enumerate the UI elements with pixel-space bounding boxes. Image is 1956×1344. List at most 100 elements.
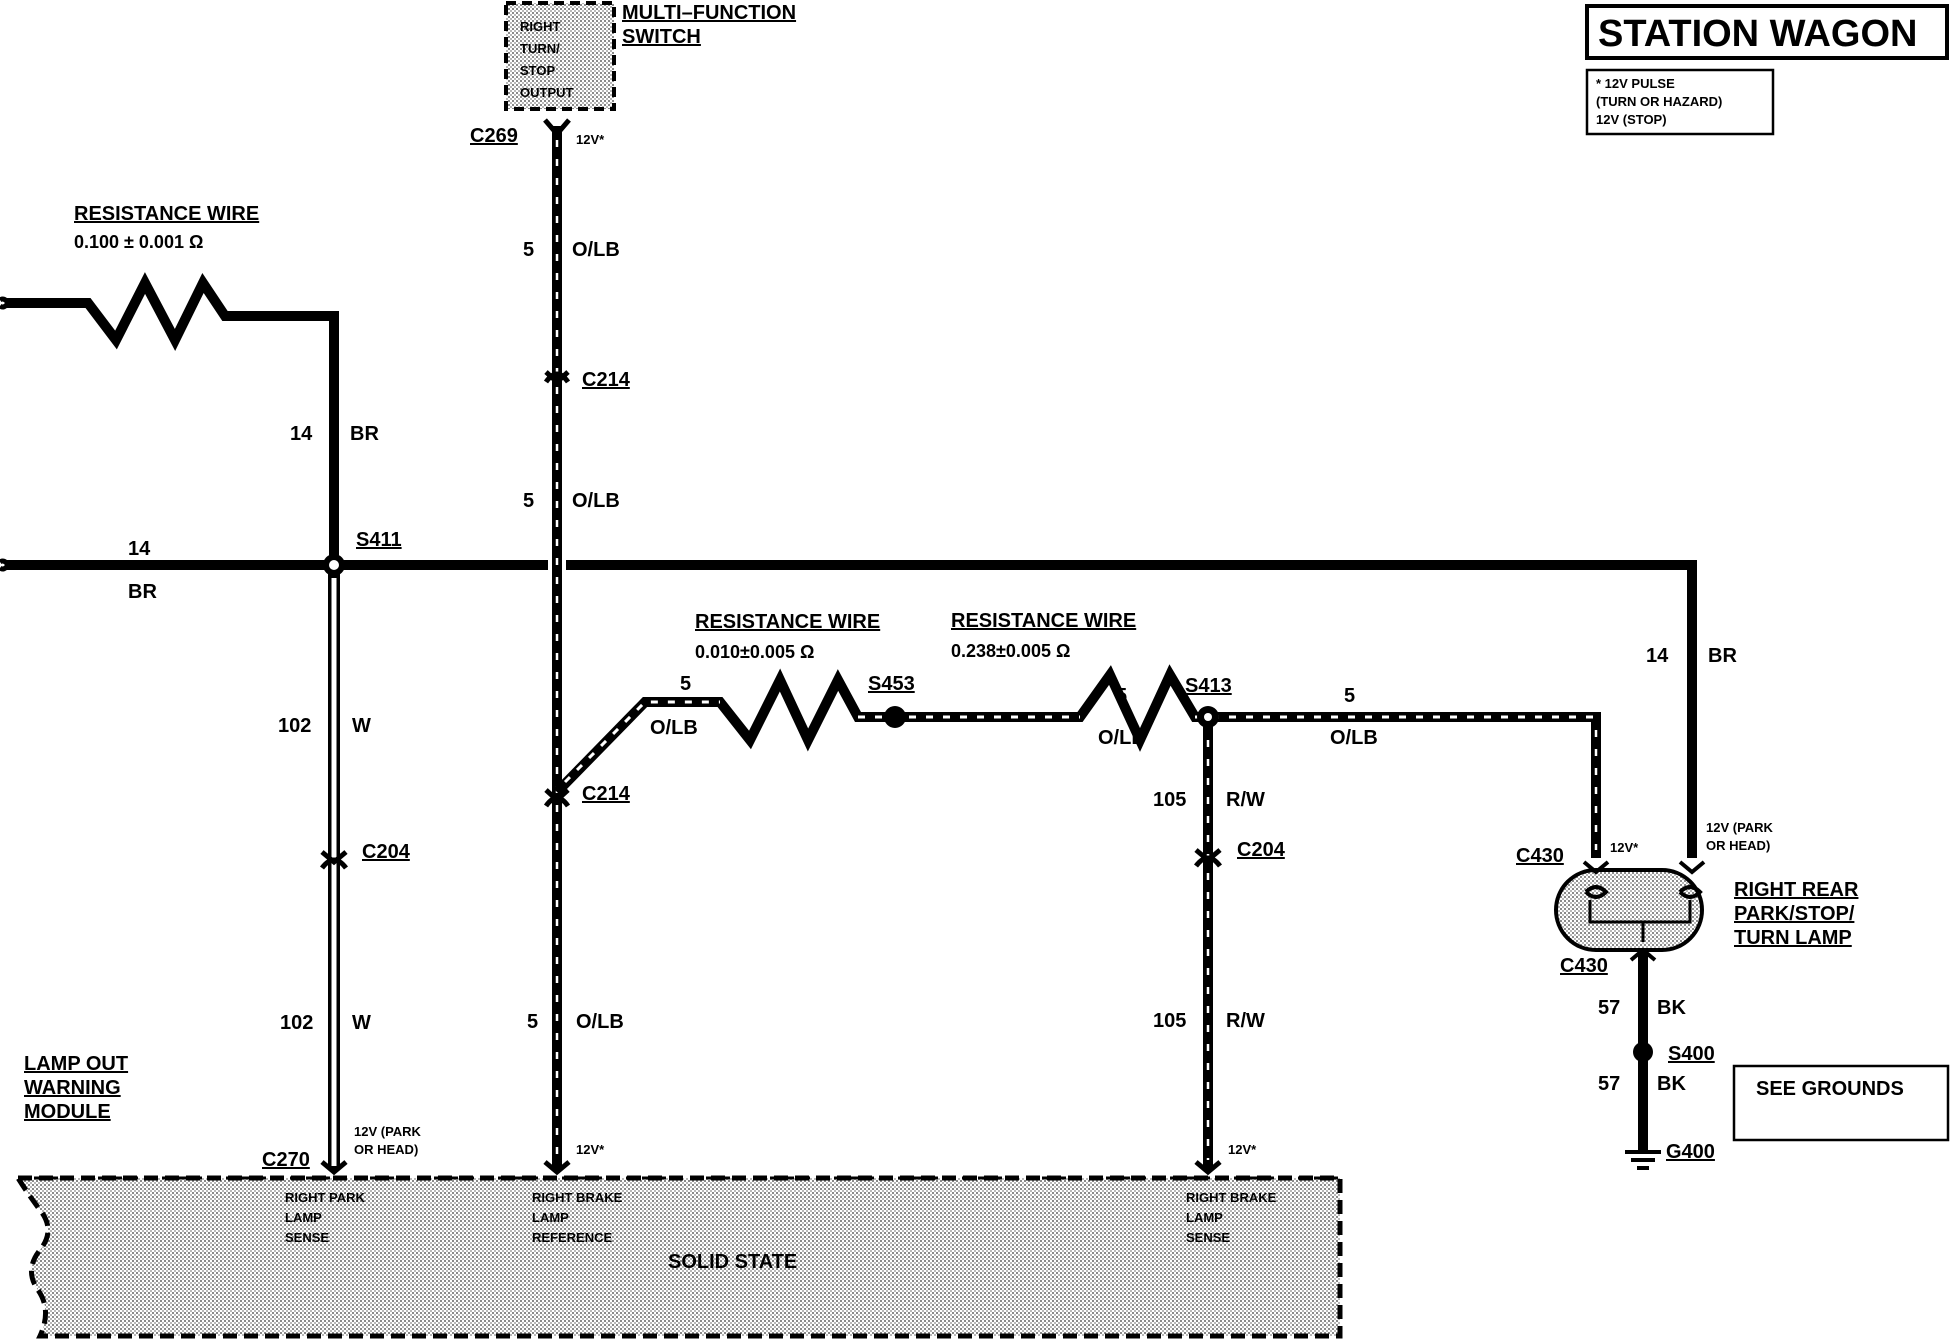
c214-lower-label: C214 (582, 783, 631, 805)
wire-102-a-gauge: 102 (278, 715, 311, 737)
brake-ref-voltage: 12V* (576, 1142, 605, 1157)
lamp-right-voltage-2: OR HEAD) (1706, 838, 1770, 853)
resistance-wire-1-title: RESISTANCE WIRE (74, 203, 259, 225)
wire-102-a-color: W (352, 715, 371, 737)
g400-label: G400 (1666, 1141, 1715, 1163)
legend-line-2: (TURN OR HAZARD) (1596, 94, 1722, 109)
c430-lower-label: C430 (1560, 955, 1608, 977)
pin-1-line-1: RIGHT PARK (285, 1190, 366, 1205)
resistance-wire-2-value: 0.010±0.005 Ω (695, 642, 814, 662)
splice-s453: S453 (868, 673, 915, 728)
connector-c214-lower: C214 (543, 783, 631, 808)
wire-5-d2-color: O/LB (1098, 727, 1146, 749)
wire-14-br-resistance (0, 272, 339, 565)
wire-5-mid-gauge: 5 (523, 490, 534, 512)
lamp-right-voltage-1: 12V (PARK (1706, 820, 1774, 835)
wire-105-a-color: R/W (1226, 789, 1265, 811)
pin-3-line-1: RIGHT BRAKE (1186, 1190, 1277, 1205)
c204-right-label: C204 (1237, 839, 1286, 861)
switch-box-line-2: TURN/ (520, 41, 560, 56)
switch-box-line-4: OUTPUT (520, 85, 574, 100)
pin-2-line-1: RIGHT BRAKE (532, 1190, 623, 1205)
wire-14-h-color: BR (128, 581, 157, 603)
title-box: STATION WAGON (1585, 4, 1949, 60)
wire-5-top-gauge: 5 (523, 239, 534, 261)
s453-label: S453 (868, 673, 915, 695)
ground-g400: G400 (1625, 1141, 1715, 1170)
resistance-wire-3-title: RESISTANCE WIRE (951, 610, 1136, 632)
splice-s413: S413 (1185, 675, 1232, 728)
lamp-name-2: PARK/STOP/ (1734, 903, 1855, 925)
wire-102-b-color: W (352, 1012, 371, 1034)
connector-c270: C270 (262, 1149, 348, 1176)
multi-function-switch: RIGHT TURN/ STOP OUTPUT MULTI–FUNCTION S… (504, 1, 796, 111)
diagram-title: STATION WAGON (1598, 13, 1917, 55)
wire-14-right-gauge: 14 (1646, 645, 1669, 667)
lamp-out-warning-module: LAMP OUT WARNING MODULE RIGHT PARK LAMP … (13, 1053, 1343, 1339)
connector-c204-right: C204 (1194, 839, 1286, 868)
connector-c269: C269 12V* (470, 118, 605, 147)
lamp-name-1: RIGHT REAR (1734, 879, 1859, 901)
c270-voltage-2: OR HEAD) (354, 1142, 418, 1157)
wire-5-d1-gauge: 5 (680, 673, 691, 695)
legend-line-3: 12V (STOP) (1596, 112, 1667, 127)
right-rear-lamp: RIGHT REAR PARK/STOP/ TURN LAMP C430 C43… (1516, 820, 1859, 977)
wire-105-a-gauge: 105 (1153, 789, 1186, 811)
wire-5-d3-color: O/LB (1330, 727, 1378, 749)
module-name-2: WARNING (24, 1077, 121, 1099)
lamp-left-voltage: 12V* (1610, 840, 1639, 855)
wire-5-d1-color: O/LB (650, 717, 698, 739)
wire-14-h-gauge: 14 (128, 538, 151, 560)
wire-57-a-gauge: 57 (1598, 997, 1620, 1019)
see-grounds-box: SEE GROUNDS (1732, 1064, 1950, 1142)
resistance-wire-1-value: 0.100 ± 0.001 Ω (74, 232, 203, 252)
switch-name-1: MULTI–FUNCTION (622, 2, 796, 24)
lamp-name-3: TURN LAMP (1734, 927, 1852, 949)
wire-5-mid-color: O/LB (572, 490, 620, 512)
c204-left-label: C204 (362, 841, 411, 863)
resistance-wire-2-title: RESISTANCE WIRE (695, 611, 880, 633)
c269-label: C269 (470, 125, 518, 147)
c430-upper-label: C430 (1516, 845, 1564, 867)
wire-57-a-color: BK (1657, 997, 1686, 1019)
s400-label: S400 (1668, 1043, 1715, 1065)
wire-57-b-gauge: 57 (1598, 1073, 1620, 1095)
c270-label: C270 (262, 1149, 310, 1171)
pin-1-line-3: SENSE (285, 1230, 329, 1245)
wire-5-low-gauge: 5 (527, 1011, 538, 1033)
module-name-1: LAMP OUT (24, 1053, 128, 1075)
wire-102-b-gauge: 102 (280, 1012, 313, 1034)
legend-line-1: * 12V PULSE (1596, 76, 1675, 91)
brake-sense-voltage: 12V* (1228, 1142, 1257, 1157)
pin-3-line-3: SENSE (1186, 1230, 1230, 1245)
switch-box-line-1: RIGHT (520, 19, 561, 34)
module-name-3: MODULE (24, 1101, 111, 1123)
wire-14-right-color: BR (1708, 645, 1737, 667)
wire-105-b-color: R/W (1226, 1010, 1265, 1032)
c214-upper-label: C214 (582, 369, 631, 391)
pin-2-line-3: REFERENCE (532, 1230, 613, 1245)
switch-name-2: SWITCH (622, 26, 701, 48)
pin-3-line-2: LAMP (1186, 1210, 1223, 1225)
wire-57-b-color: BK (1657, 1073, 1686, 1095)
wire-14-top-color: BR (350, 423, 379, 445)
splice-s400: S400 (1633, 1042, 1715, 1065)
module-pin-marks (543, 1160, 1222, 1176)
module-body-label: SOLID STATE (668, 1251, 797, 1273)
wire-5-low-color: O/LB (576, 1011, 624, 1033)
wire-5-d3-gauge: 5 (1344, 685, 1355, 707)
pin-1-line-2: LAMP (285, 1210, 322, 1225)
wire-14-br-main (0, 558, 1697, 858)
wire-105-b-gauge: 105 (1153, 1010, 1186, 1032)
pin-2-line-2: LAMP (532, 1210, 569, 1225)
s413-label: S413 (1185, 675, 1232, 697)
s411-label: S411 (356, 529, 402, 551)
c269-voltage: 12V* (576, 132, 605, 147)
wire-5-top-color: O/LB (572, 239, 620, 261)
wire-5-d2-gauge: 5 (1116, 685, 1127, 707)
splice-s411: S411 (323, 529, 402, 576)
connector-c204-left: C204 (320, 841, 411, 870)
resistance-wire-3-value: 0.238±0.005 Ω (951, 641, 1070, 661)
